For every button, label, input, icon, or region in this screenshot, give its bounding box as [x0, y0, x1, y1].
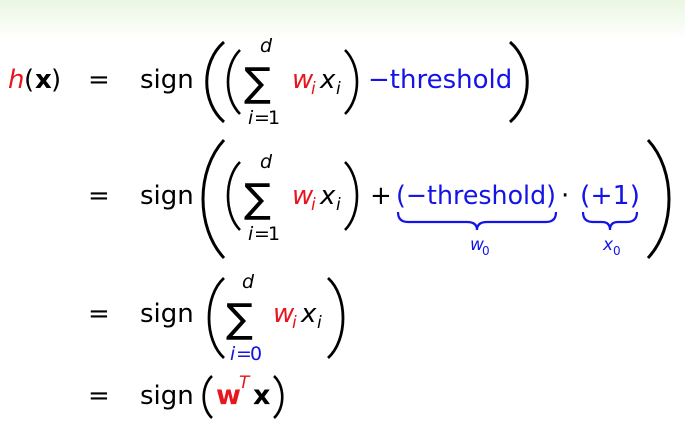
sum-upper-3: d	[242, 271, 255, 293]
sum-upper-1: d	[260, 35, 273, 57]
x0-label-sub: 0	[613, 244, 621, 258]
minus-threshold-1: −threshold	[368, 65, 512, 95]
w-var-2: w	[292, 181, 314, 211]
plus-sign-2: +	[370, 181, 392, 211]
equals-sign-1: =	[88, 65, 110, 95]
neg-threshold-paren: (−threshold)	[396, 181, 556, 211]
x-sub-i-1: i	[336, 79, 341, 99]
sum-lower-zero-3: 0	[250, 343, 262, 365]
left-paren-4	[202, 375, 213, 419]
transpose-T: T	[239, 373, 251, 393]
sum-lower-eq-1: =	[254, 107, 270, 129]
w-var-1: w	[292, 65, 314, 95]
w-var-3: w	[273, 299, 295, 329]
sum-lower-one-1: 1	[268, 107, 280, 129]
underbrace-plus-one	[581, 211, 639, 231]
x0-label-x: x	[602, 235, 614, 255]
sum-lower-eq-2: =	[254, 223, 270, 245]
line-2: = sign d ∑ i = 1 w i x i + (−threshold) …	[88, 138, 671, 260]
sum-symbol-2: ∑	[244, 176, 271, 222]
lhs-x-bold: x	[35, 65, 52, 95]
w0-label-sub: 0	[482, 244, 490, 258]
sum-lower-eq-3: =	[236, 343, 252, 365]
equals-sign-4: =	[88, 381, 110, 411]
right-paren-4	[273, 375, 284, 419]
equals-sign-2: =	[88, 181, 110, 211]
sign-function-3: sign	[140, 299, 194, 329]
equals-sign-3: =	[88, 299, 110, 329]
line-1: h ( x ) = sign d ∑ i = 1 w i x i −thresh…	[8, 35, 529, 129]
x-sub-i-3: i	[317, 313, 322, 333]
inner-left-paren-1	[226, 49, 241, 115]
big-right-paren-1	[508, 40, 529, 124]
multiply-dot: ·	[561, 181, 569, 211]
lhs-open-paren: (	[24, 65, 34, 95]
w-sub-i-3: i	[292, 313, 297, 333]
sum-lower-var-1: i	[248, 107, 254, 129]
sum-lower-var-3: i	[230, 343, 236, 365]
inner-left-paren-2	[226, 161, 241, 231]
sign-function-4: sign	[140, 381, 194, 411]
sum-lower-one-2: 1	[268, 223, 280, 245]
big-left-paren-1	[205, 40, 226, 124]
w-sub-i-2: i	[311, 195, 316, 215]
sign-function-1: sign	[140, 65, 194, 95]
inner-right-paren-1	[344, 49, 359, 115]
sign-function-2: sign	[140, 181, 194, 211]
sum-lower-var-2: i	[248, 223, 254, 245]
x-var-1: x	[319, 65, 336, 95]
w0-label-w: w	[470, 235, 484, 255]
h-symbol: h	[8, 65, 24, 95]
x-var-2: x	[319, 181, 336, 211]
w-vector: w	[216, 380, 241, 411]
plus-one-paren: (+1)	[580, 181, 640, 211]
right-paren-3	[327, 276, 345, 360]
x-vector: x	[253, 380, 270, 411]
inner-right-paren-2	[344, 161, 359, 231]
x-var-3: x	[300, 299, 317, 329]
line-3: = sign d ∑ i = 0 w i x i	[88, 271, 345, 365]
x-sub-i-2: i	[336, 195, 341, 215]
line-4: = sign w T x	[88, 373, 284, 419]
lhs-close-paren: )	[51, 65, 61, 95]
underbrace-threshold	[396, 211, 558, 231]
sum-symbol-1: ∑	[244, 60, 271, 106]
w-sub-i-1: i	[311, 79, 316, 99]
sum-upper-2: d	[260, 151, 273, 173]
left-paren-3	[207, 276, 225, 360]
big-left-paren-2	[201, 138, 226, 260]
sum-symbol-3: ∑	[226, 296, 253, 342]
big-right-paren-2	[646, 138, 671, 260]
